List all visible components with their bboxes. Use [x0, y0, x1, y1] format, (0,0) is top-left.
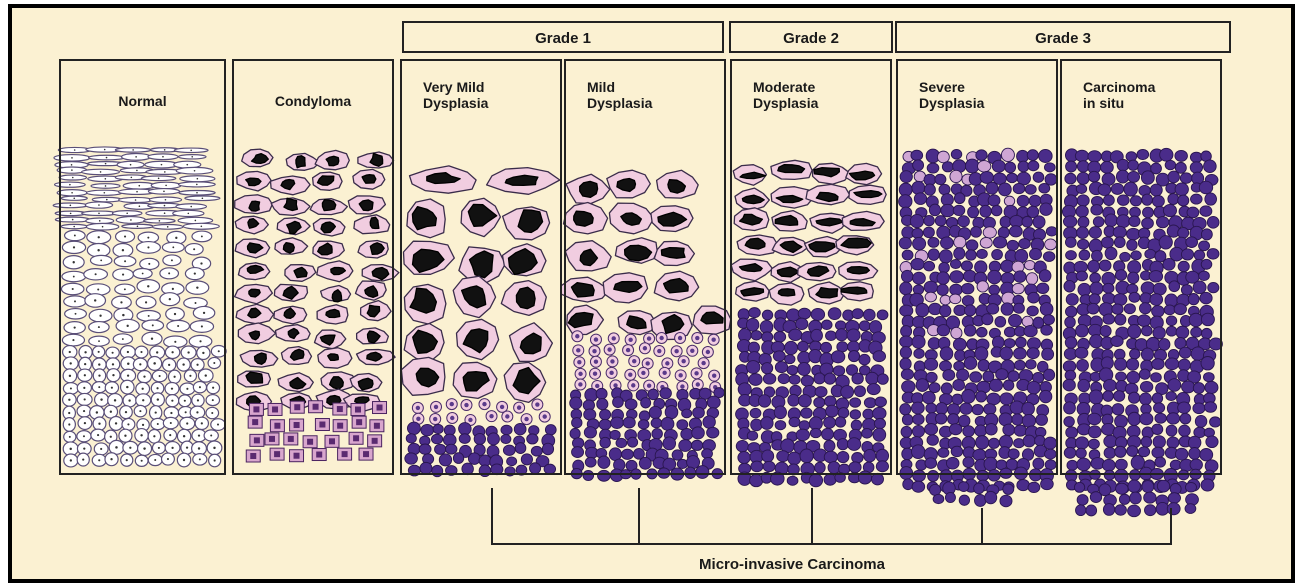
grade-header-g2: Grade 2 — [730, 22, 892, 52]
stage-label-mild: Mild — [587, 79, 615, 95]
micro-invasive-bracket: Micro-invasive Carcinoma — [492, 488, 1171, 573]
stage-label-mild: Dysplasia — [587, 95, 653, 111]
cells-normal — [53, 147, 226, 467]
cells-condyloma — [235, 149, 399, 462]
grade-label: Grade 1 — [535, 30, 591, 47]
cells-mild-dysplasia — [561, 170, 731, 481]
stage-label-cis: Carcinoma — [1083, 79, 1156, 95]
stage-label-condyloma: Condyloma — [275, 93, 351, 109]
stage-label-severe: Dysplasia — [919, 95, 985, 111]
stage-label-very-mild: Very Mild — [423, 79, 484, 95]
grade-header-g1: Grade 1 — [403, 22, 723, 52]
grade-label: Grade 3 — [1035, 30, 1091, 47]
stage-label-moderate: Moderate — [753, 79, 815, 95]
figure-frame: Grade 1 Grade 2 Grade 3 Normal Condyloma Ver… — [8, 4, 1295, 583]
grade-header-g3: Grade 3 — [896, 22, 1230, 52]
cells-moderate-dysplasia — [731, 160, 888, 487]
stage-label-severe: Severe — [919, 79, 965, 95]
stage-label-moderate: Dysplasia — [753, 95, 819, 111]
cells-very-mild-dysplasia — [401, 166, 559, 477]
stage-label-normal: Normal — [118, 93, 166, 109]
cells-carcinoma-in-situ — [1062, 148, 1222, 516]
cervical-dysplasia-diagram: Grade 1 Grade 2 Grade 3 Normal Condyloma Ver… — [12, 8, 1291, 579]
micro-invasive-label: Micro-invasive Carcinoma — [699, 556, 886, 573]
cells-severe-dysplasia — [899, 148, 1058, 507]
stage-label-cis: in situ — [1083, 95, 1124, 111]
cell-layer — [53, 147, 1222, 517]
stage-label-very-mild: Dysplasia — [423, 95, 489, 111]
grade-label: Grade 2 — [783, 30, 839, 47]
grade-headers: Grade 1 Grade 2 Grade 3 — [403, 22, 1230, 52]
